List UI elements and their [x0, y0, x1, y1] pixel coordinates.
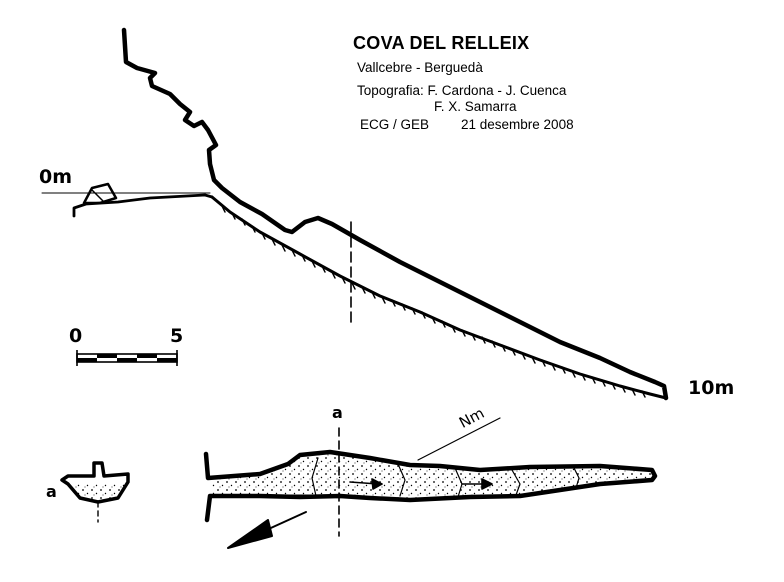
scale-max-label: 5 [170, 325, 184, 347]
depth-label-bottom: 10m [688, 377, 735, 399]
survey-date: 21 desembre 2008 [461, 117, 574, 132]
scale-min-label: 0 [69, 325, 83, 347]
plan-floor-fill [212, 452, 652, 500]
cave-plan [203, 417, 658, 549]
cave-cross-section [60, 461, 130, 523]
scale-bar [76, 350, 178, 366]
survey-authors-line1: Topografia: F. Cardona - J. Cuenca [357, 83, 567, 98]
floor-wall [210, 195, 668, 400]
direction-arrow [227, 511, 307, 549]
survey-location: Vallcebre - Berguedà [357, 60, 483, 75]
floor-hatching [221, 205, 646, 398]
survey-title: COVA DEL RELLEIX [353, 33, 530, 53]
flow-arrows [349, 478, 493, 490]
cross-section-label: a [46, 482, 57, 501]
ceiling-wall [121, 27, 669, 401]
north-line [417, 417, 501, 461]
depth-label-top: 0m [39, 166, 73, 188]
cross-section-outline [60, 461, 130, 504]
entrance-ground [72, 193, 214, 218]
cave-profile [41, 27, 669, 401]
survey-group: ECG / GEB [360, 117, 430, 132]
survey-authors-line2: F. X. Samarra [434, 99, 517, 114]
plan-section-label: a [332, 403, 343, 422]
plan-outline [203, 449, 658, 523]
